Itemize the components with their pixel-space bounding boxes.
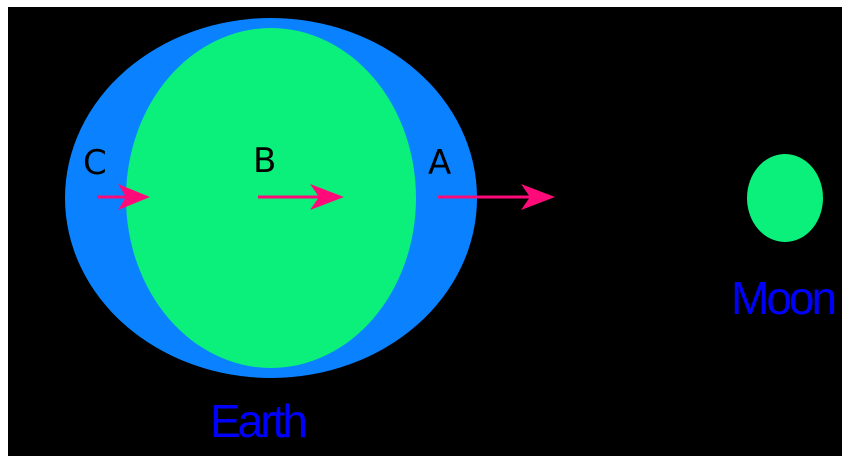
earth-label: Earth	[210, 395, 305, 447]
force-arrow-b-head	[310, 184, 344, 210]
force-arrow-a-head	[521, 184, 555, 210]
point-label-b: B	[253, 141, 276, 181]
moon-label: Moon	[731, 272, 834, 324]
moon-body	[747, 154, 823, 242]
force-arrow-a	[438, 184, 555, 210]
point-label-c: C	[83, 143, 107, 183]
force-arrow-b	[258, 184, 344, 210]
force-arrow-c	[97, 184, 150, 210]
force-arrow-c-head	[118, 184, 150, 210]
point-label-a: A	[428, 143, 451, 183]
